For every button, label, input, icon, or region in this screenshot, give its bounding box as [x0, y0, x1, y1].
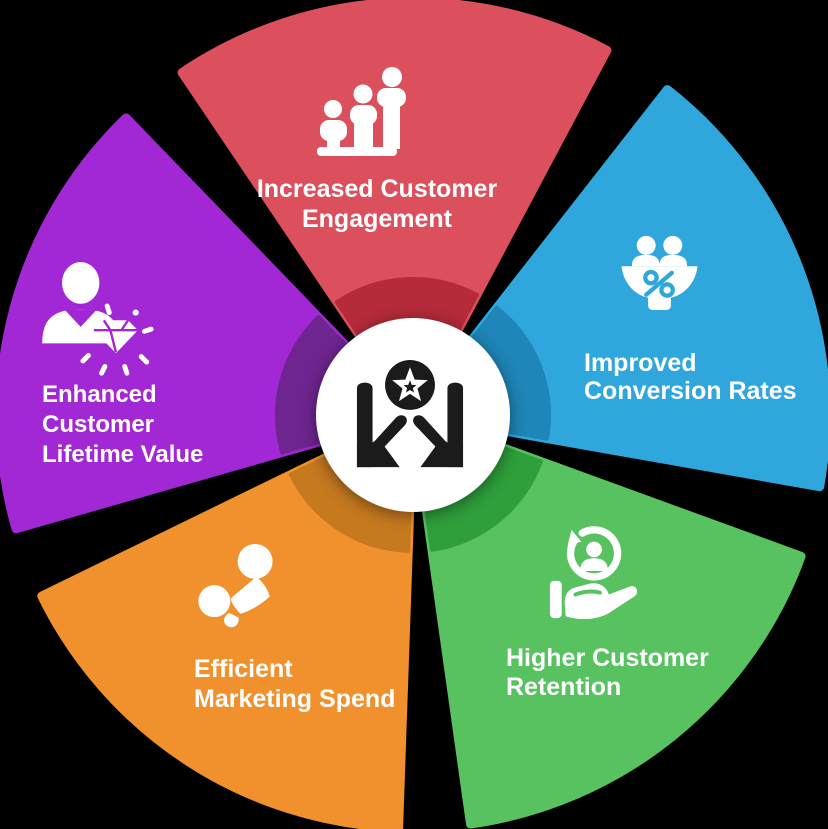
segment-marketing-label-line-2: Marketing Spend: [194, 685, 395, 713]
segment-retention-label-line-2: Retention: [506, 673, 621, 701]
conversion-bowl-icon: [621, 235, 698, 310]
segment-lifetime-value-label-line-1: Enhanced: [42, 381, 157, 408]
left-hand: [356, 382, 407, 468]
svg-text:$: $: [208, 589, 221, 615]
people-growth-icon: [317, 67, 406, 156]
svg-text:%: %: [243, 546, 266, 576]
right-hand: [413, 382, 464, 468]
center-circle: [316, 318, 510, 512]
segment-retention-inner-band: [424, 446, 543, 552]
center-badge: [316, 318, 510, 512]
customer-value-icon: [42, 262, 154, 376]
segment-engagement-label-line-2: Engagement: [302, 205, 453, 233]
segment-lifetime-value-label-line-2: Customer: [42, 411, 154, 438]
segment-conversion-label-line-1: Improved: [584, 349, 697, 377]
segment-conversion-label-line-2: Conversion Rates: [584, 377, 797, 405]
retention-hand-icon: [549, 526, 638, 620]
segment-lifetime-value-label-line-3: Lifetime Value: [42, 441, 203, 468]
hands-holding-star-icon: [356, 359, 464, 468]
marketing-spend-icon: % $: [198, 543, 273, 628]
segment-marketing-label-line-1: Efficient: [194, 655, 293, 683]
segment-retention-label-line-1: Higher Customer: [506, 644, 709, 672]
segment-engagement-label-line-1: Increased Customer: [257, 175, 498, 203]
